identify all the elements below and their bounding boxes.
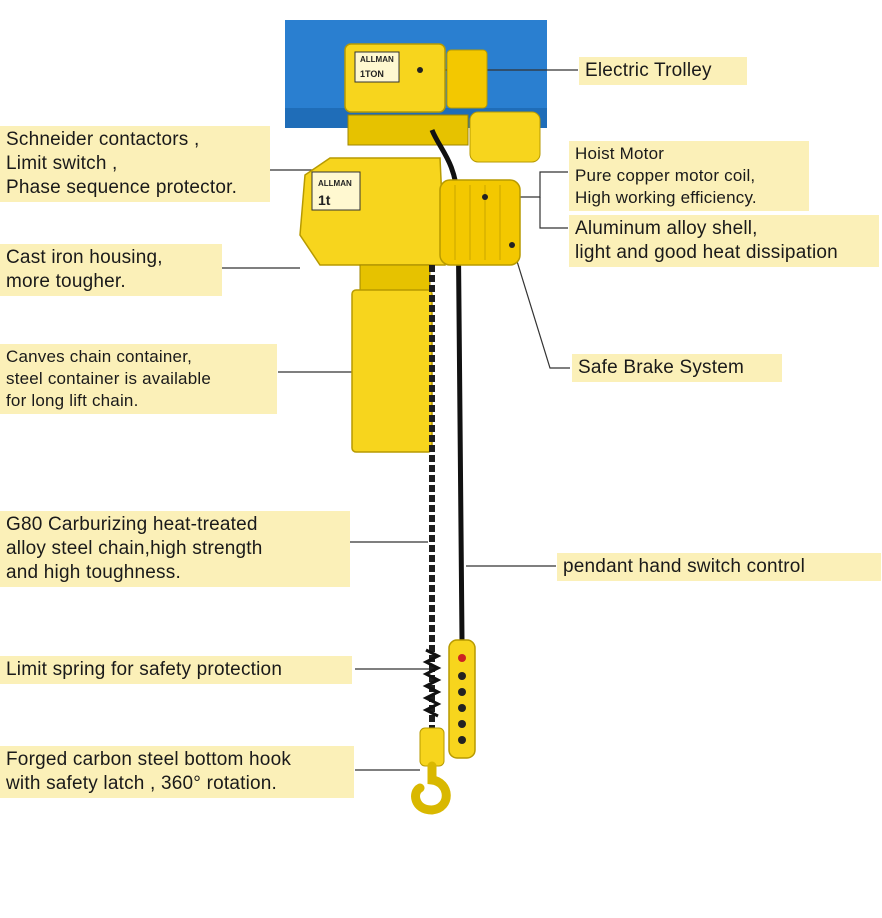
callout-aluminum-shell: Aluminum alloy shell, light and good hea… (569, 215, 879, 267)
callout-text: pendant hand switch control (563, 556, 806, 577)
callout-text: Limit switch , (6, 153, 118, 174)
callout-text: High working efficiency. (575, 188, 757, 207)
callout-hoist-motor: Hoist Motor Pure copper motor coil, High… (569, 141, 809, 211)
callout-text: more tougher. (6, 271, 126, 292)
callout-text: Forged carbon steel bottom hook (6, 749, 292, 770)
callout-bottom-hook: Forged carbon steel bottom hook with saf… (0, 746, 354, 798)
callout-electric-trolley: Electric Trolley (579, 57, 747, 85)
callout-text: Phase sequence protector. (6, 177, 238, 198)
callout-text: Schneider contactors , (6, 129, 200, 150)
callout-text: Hoist Motor (575, 144, 665, 163)
callout-g80-chain: G80 Carburizing heat-treated alloy steel… (0, 511, 350, 587)
callout-text: steel container is available (6, 369, 211, 388)
callout-text: G80 Carburizing heat-treated (6, 514, 258, 535)
callout-limit-spring: Limit spring for safety protection (0, 656, 352, 684)
callout-text: Pure copper motor coil, (575, 166, 756, 185)
callout-text: Canves chain container, (6, 347, 193, 366)
callout-text: Cast iron housing, (6, 247, 163, 268)
hoist-brand: ALLMAN (318, 179, 352, 188)
hoist-body: ALLMAN 1t (299, 157, 521, 294)
callout-text: for long lift chain. (6, 391, 139, 410)
callout-text: with safety latch , 360° rotation. (6, 773, 278, 794)
callout-text: Electric Trolley (585, 60, 712, 81)
hoist-capacity: 1t (318, 192, 331, 208)
callout-text: light and good heat dissipation (575, 242, 838, 263)
trolley-brand: ALLMAN (360, 55, 394, 64)
leader-lines (222, 69, 578, 771)
electric-trolley: ALLMAN 1TON (344, 43, 541, 163)
callout-cast-iron-housing: Cast iron housing, more tougher. (0, 244, 222, 296)
callout-safe-brake: Safe Brake System (572, 354, 782, 382)
chain-container (351, 289, 433, 453)
callout-text: Limit spring for safety protection (6, 659, 283, 680)
trolley-capacity: 1TON (360, 69, 384, 79)
callout-text: and high toughness. (6, 562, 181, 583)
bottom-hook (411, 727, 451, 815)
pendant-control (448, 639, 476, 759)
callout-pendant-control: pendant hand switch control (557, 553, 881, 581)
callout-text: Aluminum alloy shell, (575, 218, 758, 239)
callout-text: Safe Brake System (578, 357, 745, 378)
callout-chain-container: Canves chain container, steel container … (0, 344, 277, 414)
callout-schneider-contactors: Schneider contactors , Limit switch , Ph… (0, 126, 270, 202)
callout-text: alloy steel chain,high strength (6, 538, 263, 559)
limit-spring (422, 648, 442, 718)
